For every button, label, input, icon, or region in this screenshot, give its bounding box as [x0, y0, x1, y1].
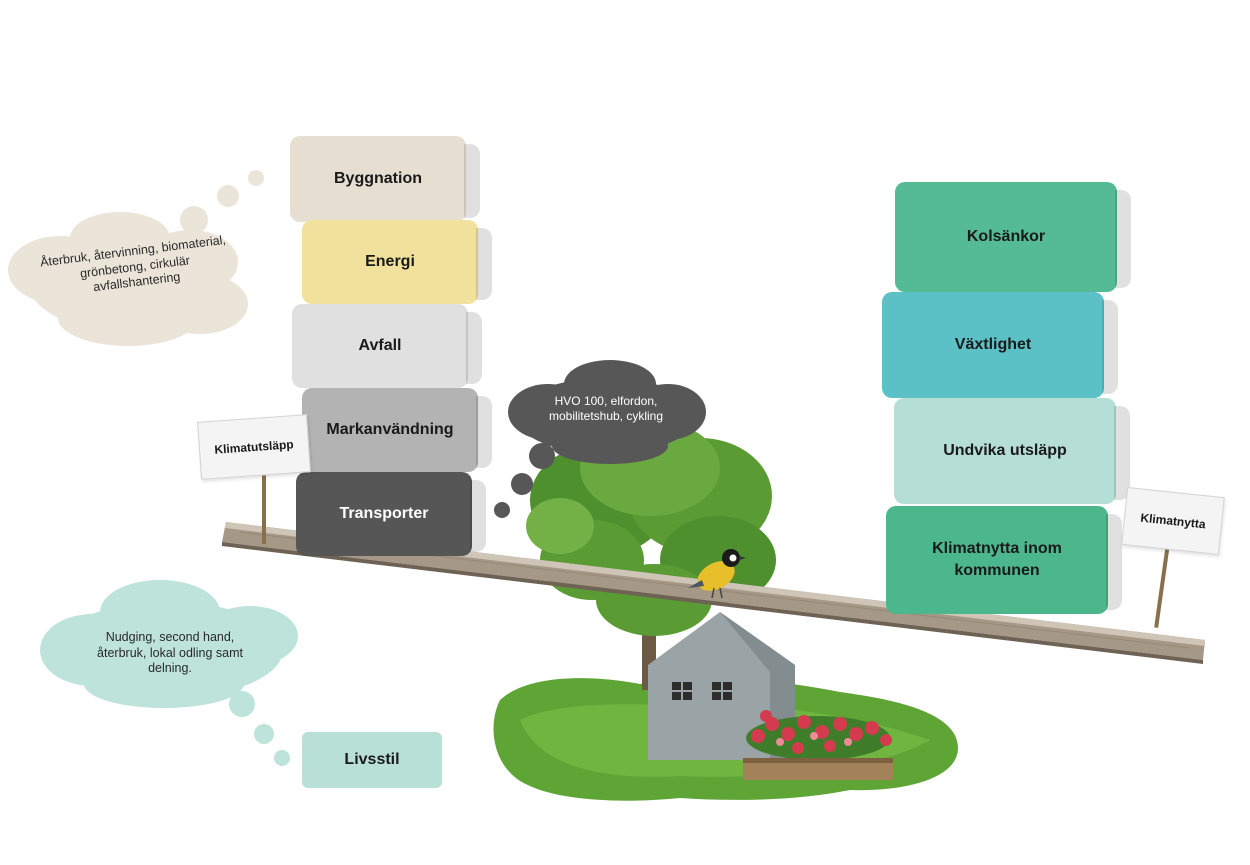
livsstil-cloud-text: Nudging, second hand, återbruk, lokal od… — [97, 630, 243, 676]
livsstil-block: Livsstil — [302, 732, 442, 788]
klimatnytta-sign: Klimatnytta — [1121, 487, 1225, 555]
klimatutslapp-sign-label: Klimatutsläpp — [213, 437, 295, 457]
byggnation-thought-cloud — [8, 170, 264, 346]
avfall-label: Avfall — [358, 337, 402, 355]
left-sign-post — [262, 470, 266, 544]
byggnation-label: Byggnation — [334, 170, 422, 188]
klimatnytta-sign-label: Klimatnytta — [1139, 510, 1207, 532]
klimatutslapp-sign: Klimatutsläpp — [197, 414, 311, 480]
byggnation-block: Byggnation — [290, 136, 480, 222]
livsstil-thought-cloud — [40, 580, 298, 766]
energi-block: Energi — [302, 220, 492, 304]
flower-box — [743, 710, 893, 780]
transport-cloud-text: HVO 100, elfordon, mobilitetshub, cyklin… — [548, 394, 664, 423]
klimatnytta-inom-kommunen-label: Klimatnytta inom kommunen — [932, 540, 1062, 579]
transporter-block: Transporter — [296, 472, 486, 556]
undvika-utslapp-label: Undvika utsläpp — [943, 442, 1067, 460]
kolsankor-label: Kolsänkor — [966, 228, 1046, 246]
klimatnytta-inom-kommunen-block: Klimatnytta inom kommunen — [886, 506, 1122, 614]
avfall-block: Avfall — [292, 304, 482, 388]
markanvandning-block: Markanvändning — [302, 388, 492, 472]
bird — [688, 549, 746, 599]
vaxtlighet-block: Växtlighet — [882, 292, 1118, 398]
kolsankor-block: Kolsänkor — [895, 182, 1131, 292]
vaxtlighet-label: Växtlighet — [954, 336, 1032, 354]
energi-label: Energi — [365, 253, 415, 271]
livsstil-label: Livsstil — [344, 751, 400, 768]
transporter-label: Transporter — [339, 505, 429, 523]
right-sign-post — [1154, 544, 1170, 628]
transport-thought-cloud — [494, 360, 706, 518]
undvika-utslapp-block: Undvika utsläpp — [894, 398, 1130, 504]
markanvandning-label: Markanvändning — [326, 421, 454, 439]
